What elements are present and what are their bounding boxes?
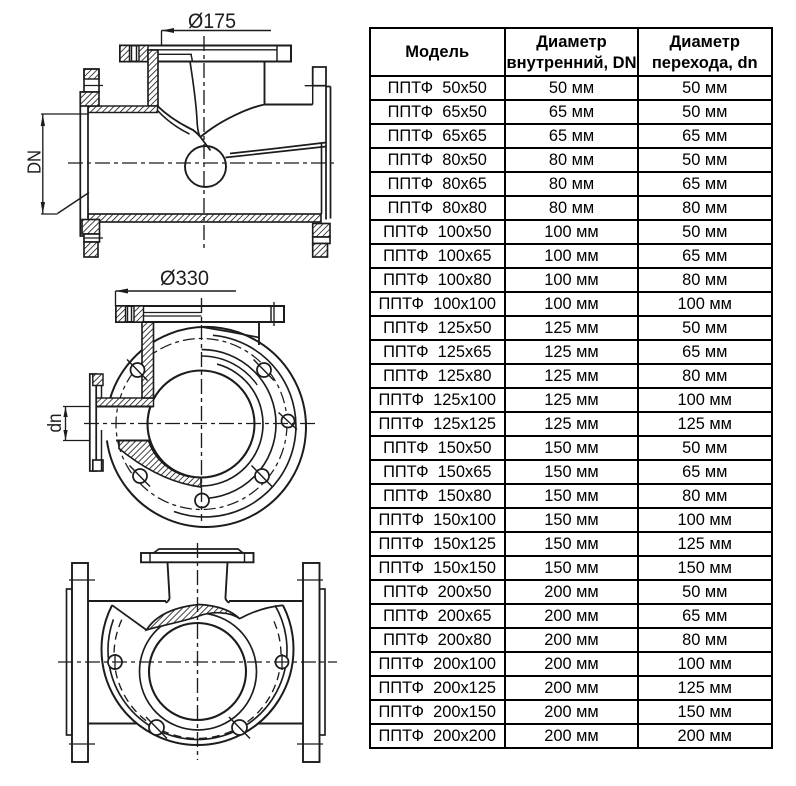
svg-text:Ø175: Ø175 xyxy=(188,10,236,33)
svg-text:dn: dn xyxy=(45,414,66,433)
svg-text:DN: DN xyxy=(25,150,45,174)
svg-text:Ø330: Ø330 xyxy=(160,267,209,290)
